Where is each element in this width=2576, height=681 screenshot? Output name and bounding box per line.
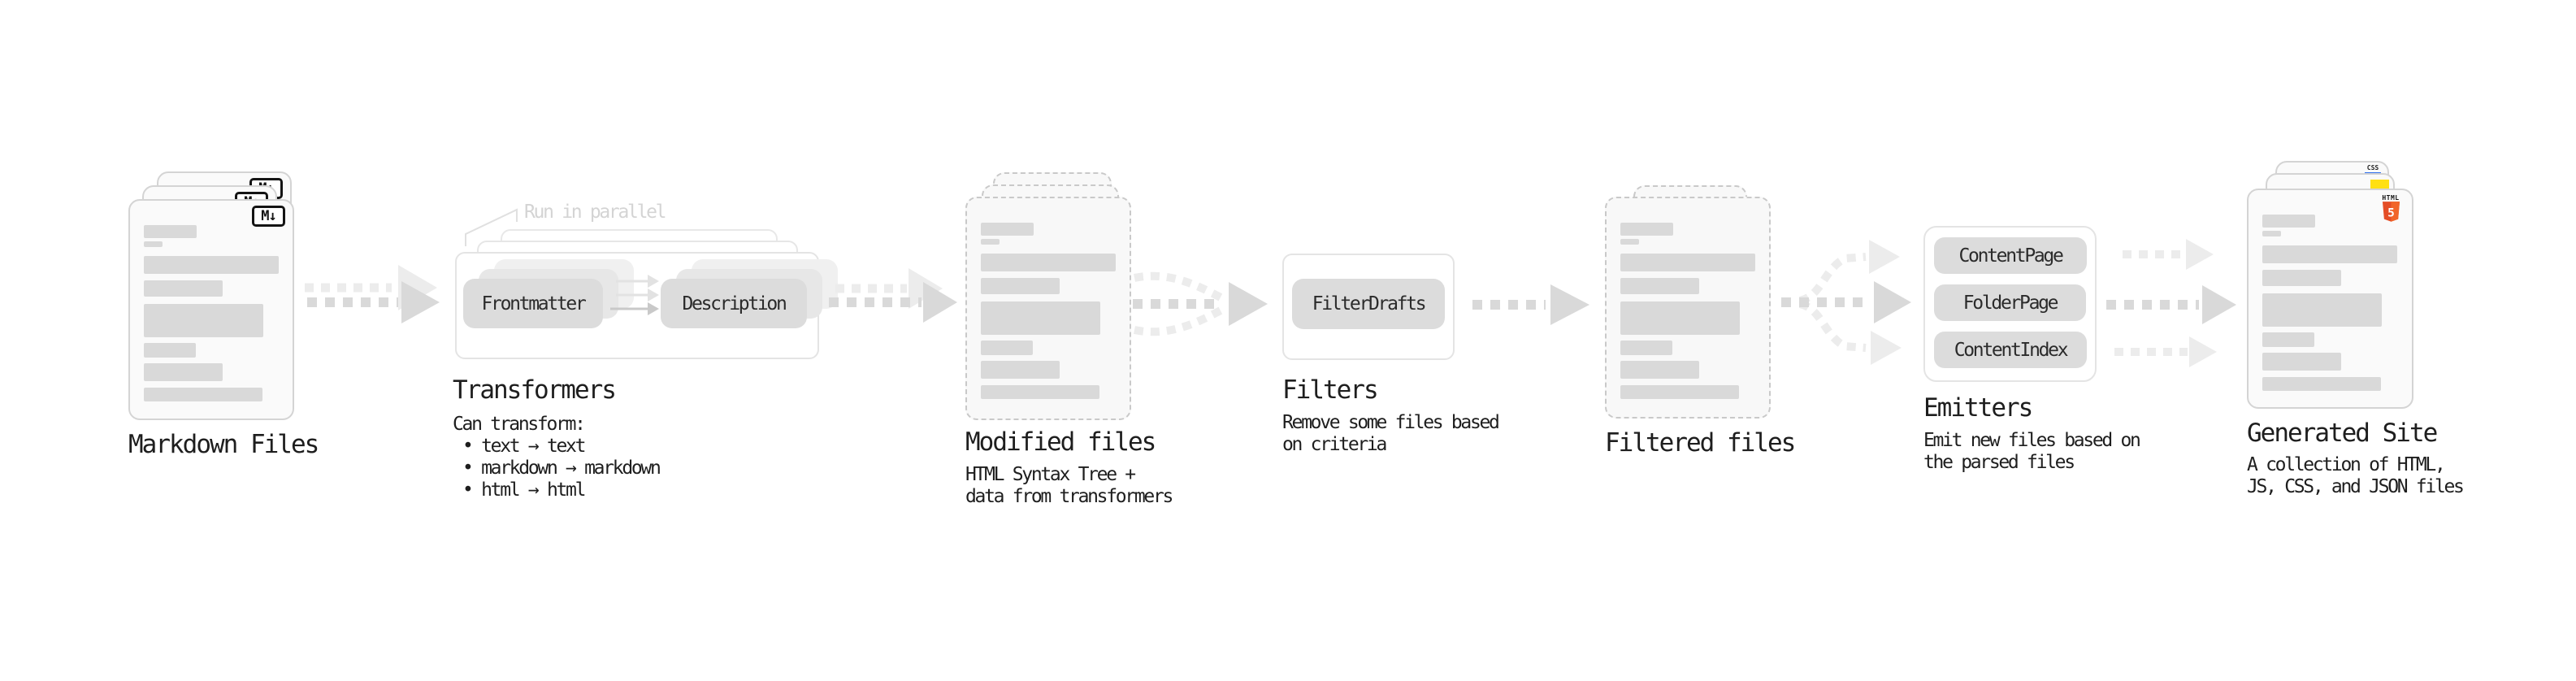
document-placeholder-lines [1607,198,1769,417]
markdown-icon: M↓ [252,206,285,227]
arrow-markdown-to-transformers [305,265,440,323]
contentindex-pill: ContentIndex [1934,332,2087,368]
placeholder-bar [2262,332,2314,347]
placeholder-bar [144,363,223,381]
placeholder-bar [144,256,279,274]
filters-desc-line: Remove some files based [1282,412,1500,433]
filterdrafts-pill: FilterDrafts [1292,279,1445,329]
folderpage-pill: FolderPage [1934,284,2086,321]
emitters-label: Emitters [1923,393,2033,423]
html5-wordmark: HTML [2382,194,2400,202]
placeholder-bar [981,301,1100,335]
placeholder-bar [1620,361,1699,379]
placeholder-bar [1620,385,1739,399]
placeholder-bar [1620,301,1740,335]
arrow-filters-to-filtered [1472,284,1589,325]
placeholder-bar [2262,270,2341,286]
svg-text:5: 5 [2387,206,2395,219]
filters-description: Remove some files based on criteria [1282,412,1500,456]
placeholder-bar [144,280,223,297]
placeholder-bar [981,340,1033,355]
placeholder-bar [981,385,1099,399]
arrow-modified-to-filters [1133,271,1268,336]
filters-label: Filters [1282,375,1379,405]
js-file-icon [2370,180,2389,189]
transform-item: markdown → markdown [453,458,661,479]
arrow-transformers-to-modified [829,268,957,323]
run-in-parallel-note: Run in parallel [524,202,667,223]
placeholder-bar [2262,215,2315,228]
generated-desc-line: A collection of HTML, [2247,454,2446,475]
generated-site-label: Generated Site [2247,419,2438,448]
placeholder-bar [981,254,1116,271]
placeholder-bar [144,225,197,238]
arrow-emitters-to-generated [2106,239,2236,367]
placeholder-bar [981,278,1060,294]
placeholder-bar [144,388,262,401]
transformers-desc-title: Can transform: [453,414,586,435]
markdown-file-card-front: M↓ [128,199,294,420]
modified-files-description: HTML Syntax Tree + data from transformer… [965,464,1173,508]
placeholder-bar [2262,231,2281,236]
document-placeholder-lines [967,198,1130,419]
filters-desc-line: on criteria [1282,434,1387,455]
generated-site-description: A collection of HTML, JS, CSS, and JSON … [2247,454,2465,498]
modified-file-card-front [965,197,1131,420]
modified-files-label: Modified files [965,427,1156,457]
generated-desc-line: JS, CSS, and JSON files [2247,476,2465,497]
html5-icon: HTML 5 [2379,194,2402,226]
transform-item: text → text [453,436,660,458]
frontmatter-pill: Frontmatter [463,279,603,328]
filtered-files-label: Filtered files [1605,428,1796,458]
emitters-desc-line: Emit new files based on [1923,430,2141,451]
description-pill: Description [661,279,807,328]
document-placeholder-lines [2249,190,2412,407]
transformers-label: Transformers [453,375,617,405]
html5-shield: 5 [2382,202,2400,222]
placeholder-bar [144,343,196,358]
placeholder-bar [144,304,263,337]
placeholder-bar [144,241,163,247]
placeholder-bar [1620,239,1639,245]
placeholder-bar [2262,245,2397,263]
placeholder-bar [1620,278,1699,294]
transformers-description: Can transform: text → text markdown → ma… [453,414,661,501]
generated-html-card: HTML 5 [2247,189,2413,409]
placeholder-bar [2262,353,2341,371]
markdown-files-label: Markdown Files [128,430,319,459]
modified-desc-line: HTML Syntax Tree + [965,464,1136,485]
placeholder-bar [981,239,1000,245]
contentpage-pill: ContentPage [1934,237,2087,274]
placeholder-bar [2262,377,2381,391]
placeholder-bar [1620,254,1755,271]
emitters-description: Emit new files based on the parsed files [1923,430,2141,474]
placeholder-bar [2262,293,2382,327]
placeholder-bar [981,361,1060,379]
document-placeholder-lines [130,201,293,419]
placeholder-bar [1620,340,1672,355]
filtered-file-card-front [1605,197,1771,419]
emitters-desc-line: the parsed files [1923,452,2075,473]
placeholder-bar [981,223,1034,236]
placeholder-bar [1620,223,1673,236]
modified-desc-line: data from transformers [965,486,1173,507]
transform-item: html → html [453,479,660,501]
arrow-filtered-to-emitters [1781,240,1911,365]
